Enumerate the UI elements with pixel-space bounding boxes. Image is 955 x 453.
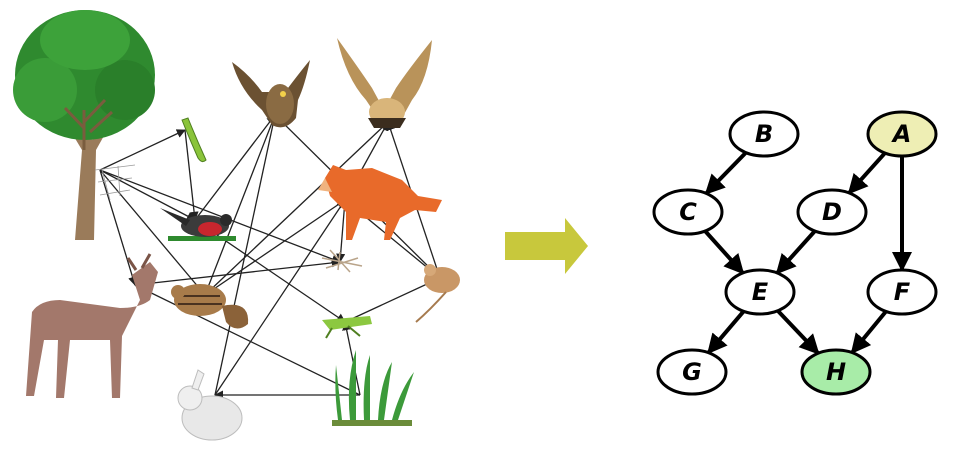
food-web-link-grass-deer — [134, 284, 361, 396]
graph-diagram: B A C D E F G H — [652, 110, 938, 396]
mouse-icon — [415, 264, 460, 323]
food-web-link-rabbit-fox — [214, 199, 346, 396]
graph-node-ellipse — [866, 268, 938, 316]
graph-node-A: A — [866, 110, 938, 158]
hawk-icon — [337, 38, 432, 128]
deer-icon — [26, 253, 158, 398]
food-web-link-grasshopper-mouse — [344, 277, 441, 323]
food-web-link-tree-chipmunk — [99, 169, 206, 296]
songbird-icon — [160, 208, 236, 241]
dead-leaves-icon — [321, 249, 363, 273]
graph-node-F: F — [866, 268, 938, 316]
food-web-link-tree-caterpillar — [99, 129, 186, 171]
food-web-link-deer-decomposer — [134, 258, 341, 286]
graph-node-ellipse — [656, 348, 728, 396]
food-web-link-caterpillar-bird — [184, 129, 199, 221]
caterpillar-icon — [181, 117, 207, 163]
graph-node-ellipse — [724, 268, 796, 316]
graph-edge-F-H — [850, 310, 888, 355]
graph-edge-C-E — [703, 229, 745, 275]
rabbit-icon — [177, 369, 243, 441]
graph-edge-E-H — [776, 309, 820, 355]
graph-node-ellipse — [728, 110, 800, 158]
grass-icon — [332, 350, 414, 426]
owl-icon — [232, 60, 310, 128]
food-web-link-chipmunk-owl — [204, 114, 277, 296]
graph-node-G: G — [656, 348, 728, 396]
chipmunk-icon — [171, 284, 249, 329]
food-web-illustration — [13, 10, 460, 441]
food-web-link-tree-decomposer — [99, 169, 341, 264]
graph-node-label: H — [826, 358, 846, 386]
graph-nodes: B A C D E F G H — [652, 110, 938, 396]
graph-node-label: B — [755, 120, 773, 148]
graph-node-label: D — [822, 198, 842, 226]
food-web-link-tree-bird — [99, 169, 196, 221]
graph-node-E: E — [724, 268, 796, 316]
right-arrow-icon — [505, 218, 588, 274]
graph-node-label: G — [682, 358, 702, 386]
graph-node-ellipse — [796, 188, 868, 236]
graph-node-label: F — [894, 278, 911, 306]
graph-edges — [703, 151, 912, 355]
food-web-link-grass-grasshopper — [342, 321, 361, 396]
graph-node-label: A — [891, 120, 912, 148]
graph-node-B: B — [728, 110, 800, 158]
graph-node-label: E — [752, 278, 769, 306]
graph-node-label: C — [679, 198, 697, 226]
graph-node-ellipse — [652, 188, 724, 236]
food-web-link-tree-deer — [99, 169, 137, 286]
fox-icon — [318, 165, 442, 240]
spider-web-icon — [94, 164, 136, 201]
food-web-link-chipmunk-fox — [204, 199, 346, 296]
graph-edge-E-G — [706, 309, 746, 355]
tree-icon — [13, 10, 155, 240]
graph-node-H: H — [800, 348, 872, 396]
graph-node-ellipse — [866, 110, 938, 158]
graph-edge-D-E — [775, 229, 817, 275]
food-web-link-rabbit-owl — [214, 114, 278, 396]
graph-edge-B-C — [704, 151, 748, 195]
food-web-link-fox-decomposer — [336, 199, 346, 263]
food-web-links — [99, 114, 441, 400]
food-web-link-chipmunk-hawk — [204, 121, 389, 296]
food-web-link-bird-owl — [194, 114, 276, 221]
graph-edge-A-D — [847, 151, 887, 195]
graph-node-ellipse — [800, 348, 872, 396]
graph-node-D: D — [796, 188, 868, 236]
grasshopper-icon — [322, 316, 372, 339]
graph-node-C: C — [652, 188, 724, 236]
